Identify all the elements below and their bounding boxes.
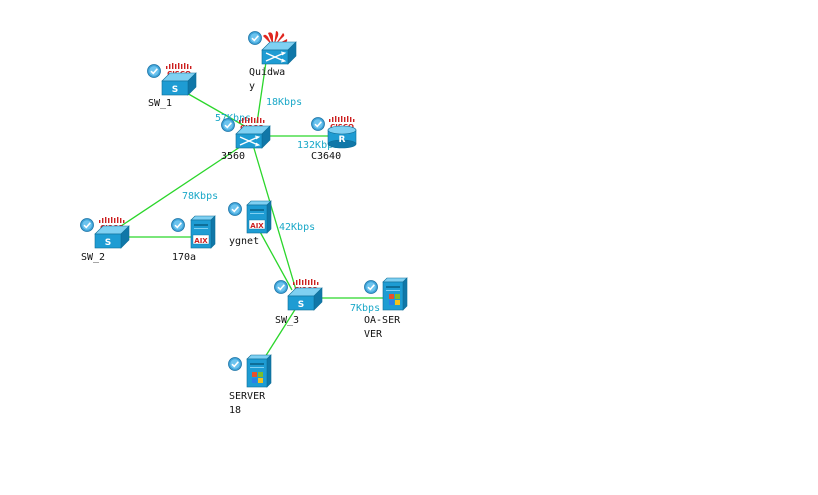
- huawei-router-icon: [261, 31, 297, 65]
- link-core-sw3[interactable]: [252, 144, 297, 291]
- device-label: SW_2: [81, 252, 105, 263]
- device-label: 170a: [172, 252, 196, 263]
- link-core-sw2[interactable]: [111, 142, 247, 233]
- status-ok-icon: [310, 116, 326, 132]
- link-ygnet-sw3[interactable]: [258, 229, 293, 291]
- cisco-switch-icon: [161, 63, 197, 96]
- link-label-core-sw3: 42Kbps: [279, 222, 315, 233]
- device-170a[interactable]: AIX 170a: [170, 215, 216, 263]
- device-3560[interactable]: 3560: [220, 117, 271, 162]
- cisco-router-icon: [327, 116, 357, 149]
- cisco-switch-icon: [287, 279, 323, 311]
- link-quidway-core[interactable]: [256, 61, 267, 124]
- status-ok-icon: [227, 356, 243, 372]
- device-ygnet[interactable]: AIX ygnet: [227, 200, 272, 247]
- status-ok-icon: [146, 63, 162, 79]
- device-oa-server[interactable]: OA-SER VER: [363, 277, 408, 340]
- status-ok-icon: [273, 279, 289, 295]
- device-label-line2: 18: [229, 405, 241, 416]
- device-label-line2: VER: [364, 329, 383, 340]
- device-quidway[interactable]: Quidwa y: [247, 30, 297, 92]
- status-ok-icon: [220, 117, 236, 133]
- status-ok-icon: [227, 201, 243, 217]
- svg-text:AIX: AIX: [194, 237, 208, 245]
- link-label-quidway-core: 18Kbps: [266, 97, 302, 108]
- device-label: SERVER: [229, 391, 266, 402]
- link-label-core-c3640: 132Kbps: [297, 140, 339, 151]
- device-label: Quidwa: [249, 67, 285, 78]
- status-ok-icon: [247, 30, 263, 46]
- device-label: SW_3: [275, 315, 299, 326]
- link-sw1-core[interactable]: [184, 91, 249, 129]
- aix-server-icon: AIX: [246, 200, 272, 234]
- device-label: 3560: [221, 151, 245, 162]
- device-sw-2[interactable]: SW_2: [79, 217, 130, 263]
- link-label-core-sw2: 78Kbps: [182, 191, 218, 202]
- windows-server-icon: [246, 354, 272, 388]
- device-label: SW_1: [148, 98, 172, 109]
- device-label: OA-SER: [364, 315, 401, 326]
- cisco-switch-icon: [94, 217, 130, 249]
- svg-text:AIX: AIX: [250, 222, 264, 230]
- device-label: ygnet: [229, 236, 259, 247]
- status-ok-icon: [363, 279, 379, 295]
- device-c3640[interactable]: C3640: [310, 116, 357, 162]
- windows-server-icon: [382, 277, 408, 311]
- device-server-18[interactable]: SERVER 18: [227, 354, 272, 416]
- device-sw-1[interactable]: SW_1: [146, 63, 197, 109]
- link-label-sw3-oa: 7Kbps: [350, 303, 380, 314]
- status-ok-icon: [79, 217, 95, 233]
- device-label: C3640: [311, 151, 341, 162]
- aix-server-icon: AIX: [190, 215, 216, 249]
- device-label-line2: y: [249, 81, 255, 92]
- link-labels-layer: 57Kbps 18Kbps 132Kbps 78Kbps 42Kbps 7Kbp…: [182, 97, 380, 314]
- device-sw-3[interactable]: SW_3: [273, 279, 323, 326]
- links-layer: [111, 61, 385, 366]
- status-ok-icon: [170, 217, 186, 233]
- link-label-sw1-core: 57Kbps: [215, 113, 251, 124]
